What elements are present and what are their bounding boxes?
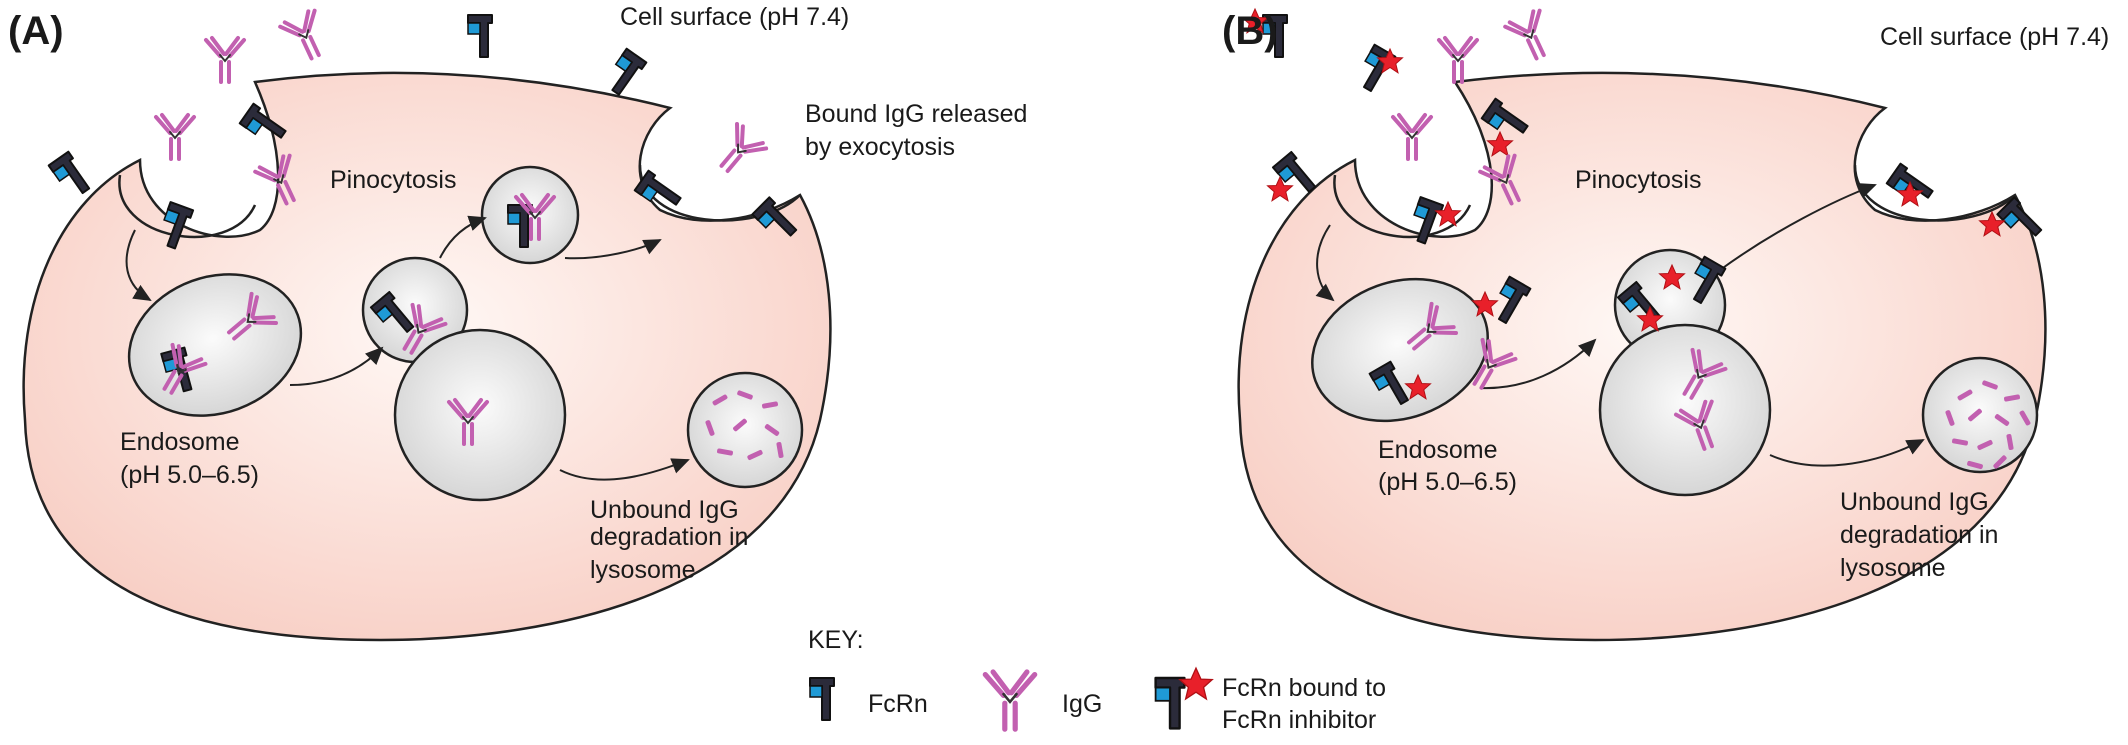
fcrn-inhibitor-complex (1885, 162, 1936, 209)
endosome-line-2: (pH 5.0–6.5) (1378, 468, 1517, 496)
exocytosis-line-2: by exocytosis (805, 133, 955, 161)
key-fcrn-bound-label: FcRn bound to FcRn inhibitor (1222, 674, 1393, 734)
lysosome-b (1921, 356, 2039, 474)
fcrn-inhibitor-complex (1352, 43, 1403, 95)
panel-b (1237, 71, 2047, 642)
endosome-line-1: Endosome (120, 428, 240, 456)
endosome-label-a: Endosome (pH 5.0–6.5) (120, 428, 259, 489)
endosome-label-b: Endosome (pH 5.0–6.5) (1378, 436, 1517, 496)
fcrn-icon (1154, 676, 1186, 730)
endosome-b (1311, 277, 1489, 423)
lysosome-line-3: lysosome (590, 556, 696, 584)
igg-icon (154, 113, 196, 161)
cell-surface-label-b: Cell surface (pH 7.4) (1880, 23, 2109, 51)
fcrn-icon (601, 47, 648, 98)
endosome-a (127, 273, 303, 417)
pinocytosis-label-b: Pinocytosis (1575, 166, 1701, 194)
arrow-pocket-to-endosome-b (1315, 224, 1335, 302)
inhibitor-star-icon (1179, 667, 1213, 700)
igg-icon (204, 36, 246, 84)
arrow-endosome-to-sorting-b (1479, 338, 1597, 390)
cell-surface-label-a: Cell surface (pH 7.4) (620, 3, 849, 31)
arrow-sorting-to-lysosome-b (1769, 439, 1925, 467)
sorting-endosome-large-a (393, 328, 567, 502)
panel-label-a: (A) (8, 9, 64, 53)
fcrn-icon (467, 14, 493, 58)
lysosome-line-3: lysosome (1840, 554, 1946, 582)
igg-icon (708, 120, 770, 183)
panel-label-b: (B) (1222, 9, 1278, 53)
key-title: KEY: (808, 626, 864, 654)
lysosome-line-2: degradation in (1840, 521, 1998, 549)
arrow-sorting-to-recycling-a (439, 215, 487, 259)
arrow-sorting-to-surface-b (1719, 183, 1877, 271)
key-igg-label: IgG (1062, 690, 1102, 718)
exocytosis-label-a: Bound IgG released by exocytosis (805, 100, 1034, 161)
pinocytosis-label-a: Pinocytosis (330, 166, 456, 194)
arrow-sorting-to-lysosome-a (559, 458, 690, 481)
arrow-endosome-to-sorting-a (289, 346, 384, 386)
key-fcrn-label: FcRn (868, 690, 928, 718)
lysosome-label-b: Unbound IgG degradation in lysosome (1840, 488, 2005, 582)
fcrn-icon (47, 150, 94, 201)
panel-a: (A) Cell surface (pH 7.4) Pinocytosis Bo… (8, 3, 1034, 642)
endosome-line-2: (pH 5.0–6.5) (120, 461, 259, 489)
endosome-line-1: Endosome (1378, 436, 1498, 464)
arrow-recycling-to-surface-a (564, 239, 662, 260)
sorting-endosome-large-b (1598, 323, 1772, 497)
lysosome-line-1: Unbound IgG (590, 496, 739, 524)
lysosome-line-2: degradation in (590, 523, 748, 551)
key-fcrn-bound-line-2: FcRn inhibitor (1222, 706, 1376, 734)
lysosome-line-1: Unbound IgG (1840, 488, 1989, 516)
igg-icon (1502, 6, 1560, 67)
igg-icon (1437, 36, 1479, 84)
lysosome-label-a: Unbound IgG degradation in lysosome (590, 496, 755, 584)
lysosome-a (686, 371, 804, 489)
igg-icon (985, 672, 1034, 729)
pinocytosis-pocket-b (1333, 174, 1472, 239)
igg-icon (277, 6, 335, 67)
panel-b-contents: (B) Cell surface (pH 7.4) Pinocytosis En… (1222, 6, 2109, 582)
fcrn-icon (809, 677, 835, 721)
exocytosis-line-1: Bound IgG released (805, 100, 1027, 128)
inhibitor-star-icon (1267, 176, 1293, 202)
key: KEY: FcRn IgG FcRn bound to FcRn inhibit… (808, 626, 1393, 734)
key-fcrn-bound-line-1: FcRn bound to (1222, 674, 1386, 702)
arrow-pocket-to-endosome-a (125, 229, 152, 302)
igg-icon (1391, 113, 1433, 161)
